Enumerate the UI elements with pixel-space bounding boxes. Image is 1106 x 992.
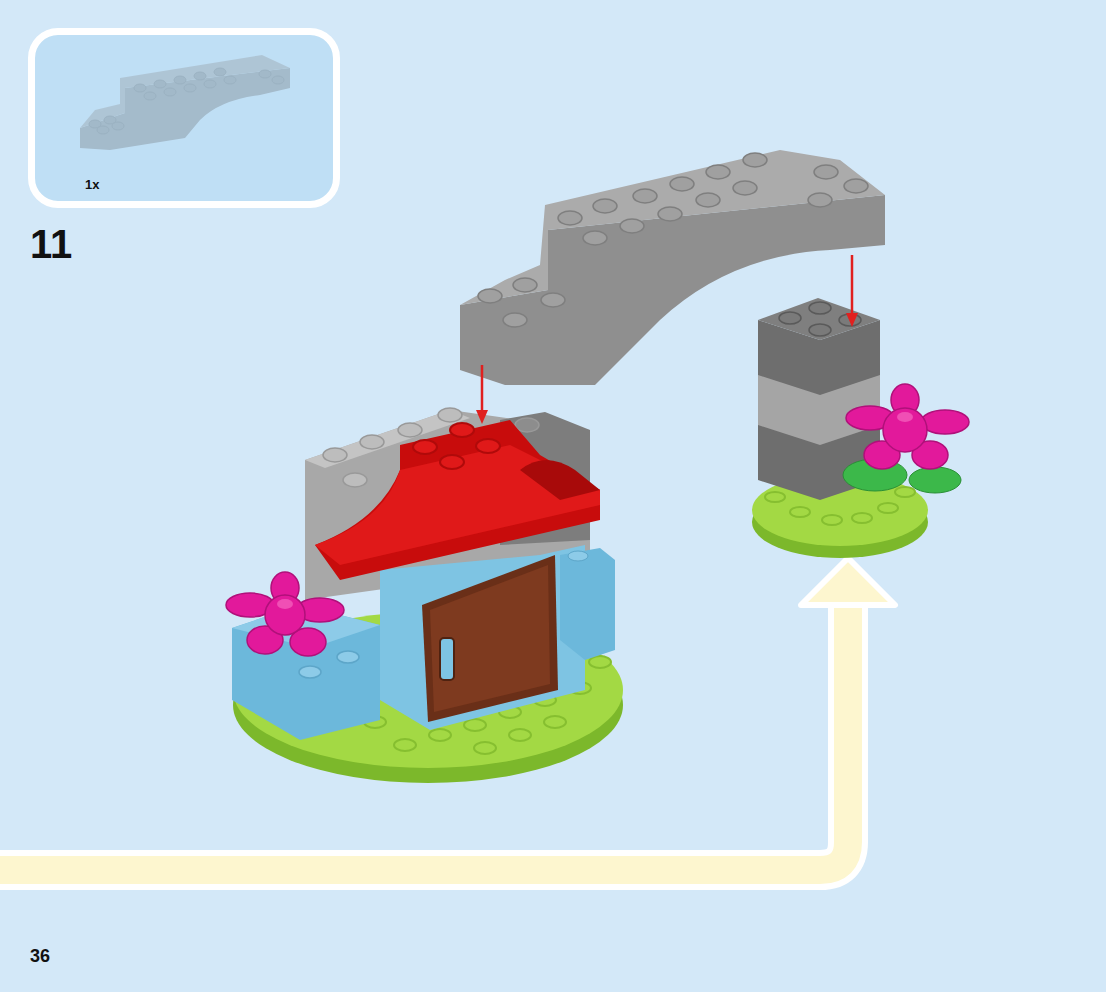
- placement-arrow: [476, 255, 858, 424]
- arch-brick: [460, 150, 885, 385]
- house-model: [226, 408, 623, 783]
- tower-model: [752, 298, 969, 558]
- part-count: 1x: [85, 177, 99, 192]
- step-number: 11: [30, 222, 72, 267]
- parts-inset: 1x: [28, 28, 340, 208]
- page-number: 36: [30, 946, 50, 967]
